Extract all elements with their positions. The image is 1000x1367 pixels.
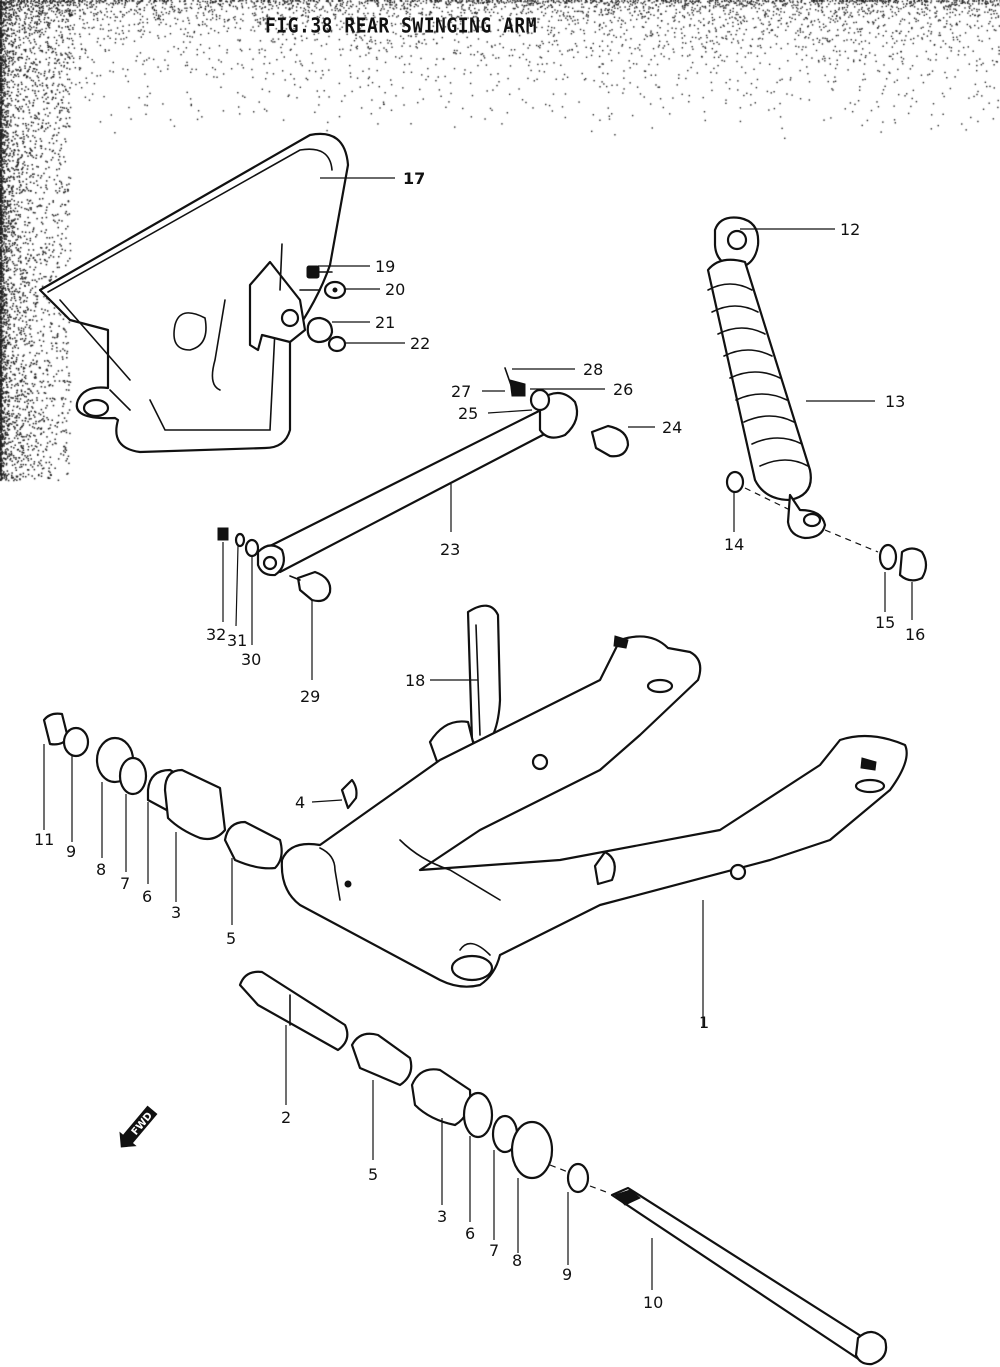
fasteners-24-28 <box>504 367 630 458</box>
bracket <box>248 243 307 352</box>
label-1: 1 <box>699 1013 709 1032</box>
label-20: 20 <box>385 280 405 299</box>
label-16: 16 <box>905 625 925 644</box>
label-6b: 6 <box>465 1224 475 1243</box>
label-26: 26 <box>613 380 633 399</box>
label-30: 30 <box>241 650 261 669</box>
label-27: 27 <box>451 382 471 401</box>
label-31: 31 <box>227 631 247 650</box>
label-13: 13 <box>885 392 905 411</box>
label-18: 18 <box>405 671 425 690</box>
label-22: 22 <box>410 334 430 353</box>
part-1-swinging-arm <box>280 635 908 988</box>
label-12: 12 <box>840 220 860 239</box>
label-25: 25 <box>458 404 478 423</box>
label-5a: 5 <box>226 929 236 948</box>
part-13-rear-shock <box>706 216 827 540</box>
label-9a: 9 <box>66 842 76 861</box>
fasteners-29-32 <box>217 527 332 603</box>
right-pivot-bushings <box>238 970 888 1366</box>
label-2: 2 <box>281 1108 291 1127</box>
label-8b: 8 <box>512 1251 522 1270</box>
left-pivot-bushings <box>42 712 283 870</box>
label-4: 4 <box>295 793 305 812</box>
label-19: 19 <box>375 257 395 276</box>
label-5b: 5 <box>368 1165 378 1184</box>
leader-lines <box>43 177 913 1290</box>
label-29: 29 <box>300 687 320 706</box>
fwd-arrow-icon: FWD <box>119 1105 158 1148</box>
label-9b: 9 <box>562 1265 572 1284</box>
part-17-chain-guard <box>38 132 350 454</box>
figure-title: FIG.38 REAR SWINGING ARM <box>265 14 538 39</box>
label-28: 28 <box>583 360 603 379</box>
part-4-grease-nipple <box>340 778 358 810</box>
label-10: 10 <box>643 1293 663 1312</box>
part-23-torque-link <box>256 391 579 577</box>
label-23: 23 <box>440 540 460 559</box>
label-7a: 7 <box>120 874 130 893</box>
label-3a: 3 <box>171 903 181 922</box>
label-3b: 3 <box>437 1207 447 1226</box>
label-6a: 6 <box>142 887 152 906</box>
part-number-labels: 17 12 13 14 15 16 19 20 21 22 28 26 27 2… <box>34 169 925 1312</box>
label-17: 17 <box>403 169 425 188</box>
label-32: 32 <box>206 625 226 644</box>
label-21: 21 <box>375 313 395 332</box>
label-8a: 8 <box>96 860 106 879</box>
label-15: 15 <box>875 613 895 632</box>
label-24: 24 <box>662 418 682 437</box>
label-14: 14 <box>724 535 744 554</box>
label-11: 11 <box>34 830 54 849</box>
fasteners-19-22 <box>299 265 347 353</box>
shock-washers-14-16 <box>725 470 928 582</box>
label-7b: 7 <box>489 1241 499 1260</box>
